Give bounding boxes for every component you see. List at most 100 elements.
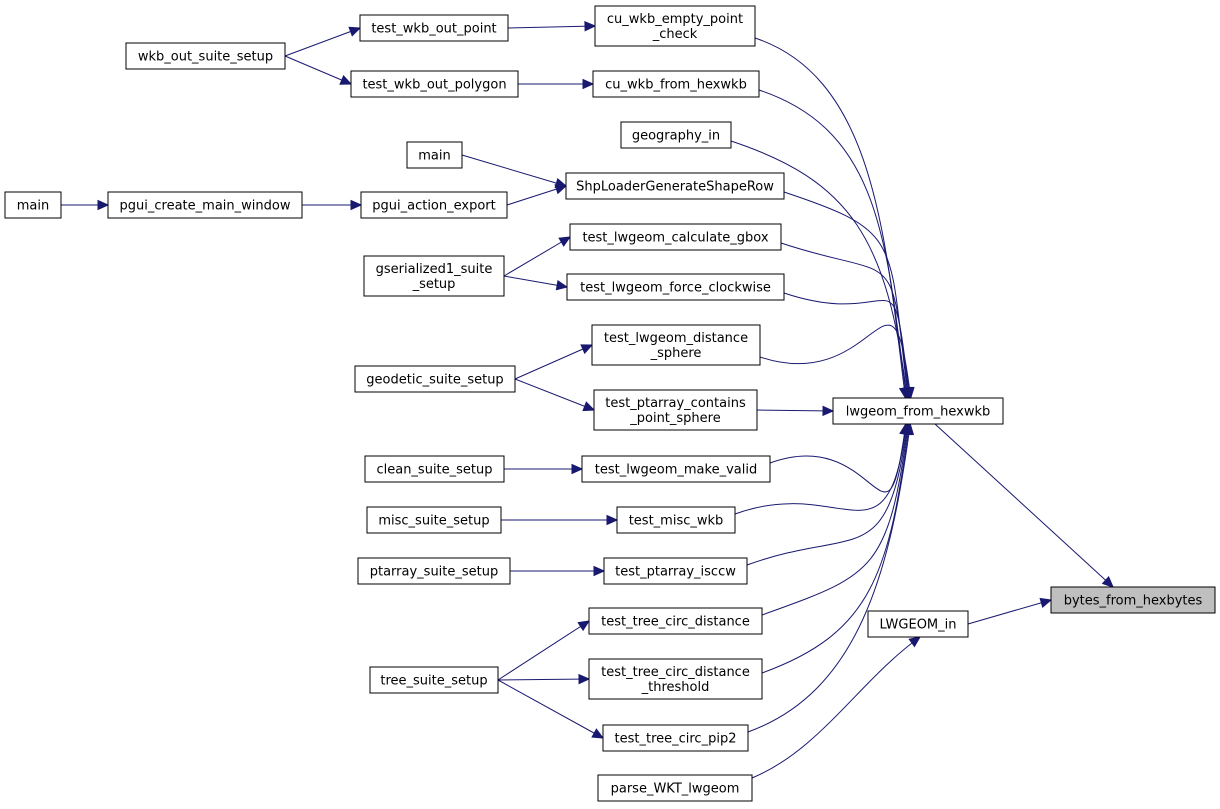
node-ShpLoaderGenerateShapeRow[interactable]: ShpLoaderGenerateShapeRow <box>565 172 785 200</box>
node-label: clean_suite_setup <box>376 463 492 478</box>
edge-tree_suite_setup-to-test_tree_circ_distance_threshold <box>497 673 591 685</box>
node-box <box>125 42 286 70</box>
arrowhead-icon <box>348 26 362 37</box>
edge-line <box>503 236 571 277</box>
node-test_lwgeom_calculate_gbox[interactable]: test_lwgeom_calculate_gbox <box>569 223 782 251</box>
node-box <box>354 365 516 393</box>
node-label: _point_sphere <box>629 411 720 426</box>
node-label: cu_wkb_empty_point <box>607 12 743 27</box>
node-box <box>588 607 763 635</box>
edge-line <box>284 55 352 85</box>
edges-layer <box>61 20 1114 779</box>
node-label: geodetic_suite_setup <box>366 373 503 388</box>
arrowhead-icon <box>1039 597 1053 608</box>
edge-cu_wkb_from_hexwkb-to-lwgeom_from_hexwkb <box>758 89 911 400</box>
edge-gserialized1_suite_setup-to-test_lwgeom_calculate_gbox <box>503 236 572 277</box>
node-box <box>594 5 756 47</box>
node-box <box>350 70 519 98</box>
node-test_ptarray_contains_point_sphere[interactable]: test_ptarray_contains_point_sphere <box>593 389 758 431</box>
edge-line <box>461 154 567 187</box>
node-wkb_out_suite_setup[interactable]: wkb_out_suite_setup <box>125 42 286 70</box>
edge-geodetic_suite_setup-to-test_lwgeom_distance_sphere <box>514 344 594 380</box>
edge-test_lwgeom_calculate_gbox-to-lwgeom_from_hexwkb <box>780 242 913 400</box>
edge-line <box>761 423 909 616</box>
node-label: lwgeom_from_hexwkb <box>846 405 990 420</box>
node-box <box>1050 586 1216 614</box>
edge-clean_suite_setup-to-test_lwgeom_make_valid <box>504 463 584 475</box>
arrowhead-icon <box>822 405 835 417</box>
node-box <box>588 658 763 700</box>
node-ptarray_suite_setup[interactable]: ptarray_suite_setup <box>357 557 511 585</box>
node-test_ptarray_isccw[interactable]: test_ptarray_isccw <box>603 557 748 585</box>
node-LWGEOM_in[interactable]: LWGEOM_in <box>867 610 969 638</box>
node-main_b[interactable]: main <box>4 191 62 219</box>
node-test_tree_circ_pip2[interactable]: test_tree_circ_pip2 <box>602 724 749 752</box>
node-clean_suite_setup[interactable]: clean_suite_setup <box>364 455 505 483</box>
node-label: gserialized1_suite <box>376 262 493 277</box>
node-tree_suite_setup[interactable]: tree_suite_setup <box>369 666 499 694</box>
node-misc_suite_setup[interactable]: misc_suite_setup <box>366 506 502 534</box>
edge-misc_suite_setup-to-test_misc_wkb <box>501 514 619 526</box>
node-parse_WKT_lwgeom[interactable]: parse_WKT_lwgeom <box>597 774 753 802</box>
arrowhead-icon <box>571 463 584 475</box>
edge-tree_suite_setup-to-test_tree_circ_distance <box>497 620 591 681</box>
node-test_lwgeom_force_clockwise[interactable]: test_lwgeom_force_clockwise <box>566 273 785 301</box>
node-geography_in[interactable]: geography_in <box>620 121 732 149</box>
node-lwgeom_from_hexwkb[interactable]: lwgeom_from_hexwkb <box>832 397 1004 425</box>
node-box <box>369 666 499 694</box>
arrowhead-icon <box>580 344 594 355</box>
node-box <box>602 724 749 752</box>
edge-line <box>754 37 906 399</box>
node-pgui_create_main_window[interactable]: pgui_create_main_window <box>107 191 303 219</box>
edge-line <box>497 678 590 681</box>
arrowhead-icon <box>555 279 569 291</box>
node-bytes_from_hexbytes[interactable]: bytes_from_hexbytes <box>1050 586 1216 614</box>
edge-lwgeom_from_hexwkb-to-bytes_from_hexbytes <box>934 423 1114 588</box>
node-box <box>592 70 760 98</box>
arrowhead-icon <box>339 75 353 85</box>
node-cu_wkb_empty_point_check[interactable]: cu_wkb_empty_point_check <box>594 5 756 47</box>
node-label: test_misc_wkb <box>629 514 724 529</box>
edge-line <box>730 140 908 399</box>
arrowhead-icon <box>904 386 915 400</box>
node-test_lwgeom_make_valid[interactable]: test_lwgeom_make_valid <box>581 455 771 483</box>
node-box <box>832 397 1004 425</box>
edge-line <box>503 275 568 288</box>
edge-wkb_out_suite_setup-to-test_wkb_out_point <box>284 26 362 57</box>
node-test_lwgeom_distance_sphere[interactable]: test_lwgeom_distance_sphere <box>591 324 761 366</box>
node-label: geography_in <box>632 129 720 144</box>
edge-line <box>497 620 590 681</box>
node-gserialized1_suite_setup[interactable]: gserialized1_suite_setup <box>363 255 505 297</box>
node-label: _setup <box>412 277 456 292</box>
node-cu_wkb_from_hexwkb[interactable]: cu_wkb_from_hexwkb <box>592 70 760 98</box>
node-test_wkb_out_point[interactable]: test_wkb_out_point <box>359 14 509 42</box>
arrowhead-icon <box>903 422 915 436</box>
node-main_a[interactable]: main <box>406 141 463 169</box>
node-box <box>366 506 502 534</box>
node-box <box>603 557 748 585</box>
node-test_misc_wkb[interactable]: test_misc_wkb <box>616 506 736 534</box>
node-box <box>591 324 761 366</box>
arrowhead-icon <box>578 673 591 685</box>
node-test_tree_circ_distance[interactable]: test_tree_circ_distance <box>588 607 763 635</box>
edge-cu_wkb_empty_point_check-to-lwgeom_from_hexwkb <box>754 37 910 400</box>
node-test_tree_circ_distance_threshold[interactable]: test_tree_circ_distance_threshold <box>588 658 763 700</box>
edge-line <box>497 679 604 739</box>
arrowhead-icon <box>606 514 619 526</box>
edge-test_wkb_out_point-to-cu_wkb_empty_point_check <box>507 20 597 32</box>
node-label: LWGEOM_in <box>880 618 957 633</box>
node-box <box>566 273 785 301</box>
node-label: ptarray_suite_setup <box>370 565 499 580</box>
edge-geodetic_suite_setup-to-test_ptarray_contains_point_sphere <box>514 378 596 412</box>
node-box <box>359 14 509 42</box>
node-label: pgui_create_main_window <box>120 199 291 214</box>
node-test_wkb_out_polygon[interactable]: test_wkb_out_polygon <box>350 70 519 98</box>
arrowhead-icon <box>582 78 595 90</box>
node-label: _threshold <box>641 680 710 695</box>
node-box <box>620 121 732 149</box>
node-pgui_action_export[interactable]: pgui_action_export <box>360 191 508 219</box>
node-label: _sphere <box>650 346 702 361</box>
node-geodetic_suite_setup[interactable]: geodetic_suite_setup <box>354 365 516 393</box>
node-box <box>4 191 62 219</box>
edge-test_wkb_out_polygon-to-cu_wkb_from_hexwkb <box>518 78 595 90</box>
